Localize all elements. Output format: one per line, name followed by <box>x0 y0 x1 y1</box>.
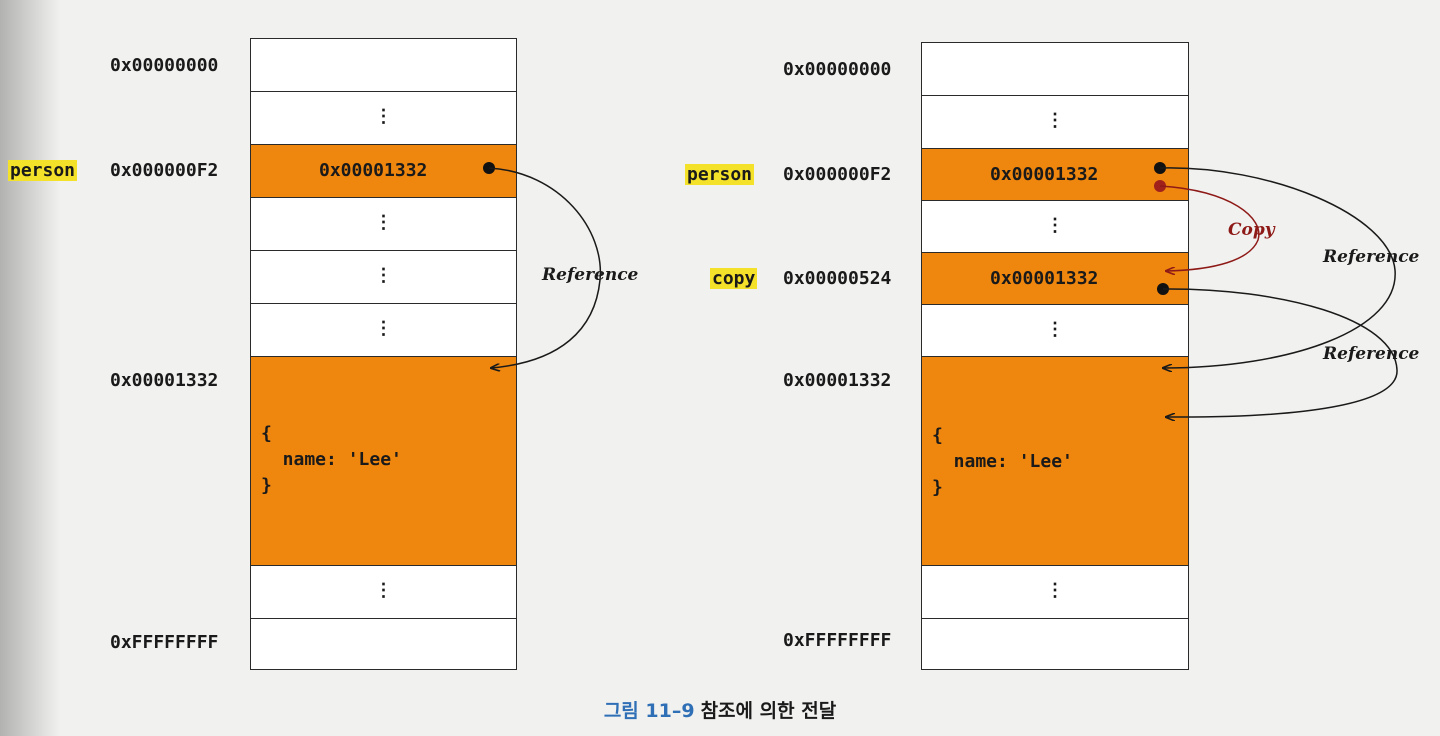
reference-arrow <box>1162 288 1398 417</box>
copy-value: 0x00001332 <box>990 268 1099 289</box>
variable-copy: copy <box>710 268 758 289</box>
memory-cell: ⋮ <box>921 200 1189 253</box>
address-label: 0x00000524 <box>783 268 892 289</box>
memory-cell: ⋮ <box>250 250 517 304</box>
reference-arrow <box>488 167 602 368</box>
reference-label: Reference <box>1323 247 1420 267</box>
address-label: 0x000000F2 <box>110 160 219 181</box>
address-label: 0x00000000 <box>110 55 219 76</box>
object-memory-cell: { name: 'Lee' } <box>921 356 1189 566</box>
reference-label: Reference <box>542 265 639 285</box>
person-value: 0x00001332 <box>990 164 1099 185</box>
object-line: { <box>261 423 272 444</box>
ellipsis: ⋮ <box>1046 580 1064 601</box>
memory-cell: ⋮ <box>250 303 517 357</box>
ellipsis: ⋮ <box>374 106 393 127</box>
person-value: 0x00001332 <box>319 160 428 181</box>
address-label: 0x00001332 <box>783 370 892 391</box>
figure-title: 참조에 의한 전달 <box>700 700 837 722</box>
ellipsis: ⋮ <box>374 212 393 233</box>
variable-person: person <box>685 164 755 185</box>
memory-cell <box>921 42 1189 96</box>
object-line: } <box>932 477 943 498</box>
person-memory-cell: 0x00001332 <box>250 144 517 198</box>
memory-cell <box>921 618 1189 670</box>
object-line: { <box>932 425 943 446</box>
address-label: 0x00000000 <box>783 59 892 80</box>
address-label: 0x00001332 <box>110 370 219 391</box>
memory-cell: ⋮ <box>921 565 1189 619</box>
ellipsis: ⋮ <box>1046 215 1064 236</box>
ellipsis: ⋮ <box>374 265 393 286</box>
memory-cell: ⋮ <box>921 95 1189 149</box>
reference-arrow <box>1159 167 1396 368</box>
copy-memory-cell: 0x00001332 <box>921 252 1189 305</box>
figure-number: 그림 11–9 <box>603 700 695 722</box>
memory-cell: ⋮ <box>921 304 1189 357</box>
ellipsis: ⋮ <box>374 580 393 601</box>
memory-cell <box>250 38 517 92</box>
object-line: name: 'Lee' <box>261 449 402 470</box>
ellipsis: ⋮ <box>374 318 393 339</box>
copy-arrow <box>1159 185 1260 271</box>
ellipsis: ⋮ <box>1046 319 1064 340</box>
address-label: 0x000000F2 <box>783 164 892 185</box>
memory-cell <box>250 618 517 670</box>
object-line: } <box>261 475 272 496</box>
address-label: 0xFFFFFFFF <box>110 632 219 653</box>
variable-person: person <box>8 160 78 181</box>
ellipsis: ⋮ <box>1046 110 1064 131</box>
object-memory-cell: { name: 'Lee' } <box>250 356 517 566</box>
object-line: name: 'Lee' <box>932 451 1073 472</box>
address-label: 0xFFFFFFFF <box>783 630 892 651</box>
person-memory-cell: 0x00001332 <box>921 148 1189 201</box>
copy-label: Copy <box>1228 220 1275 240</box>
